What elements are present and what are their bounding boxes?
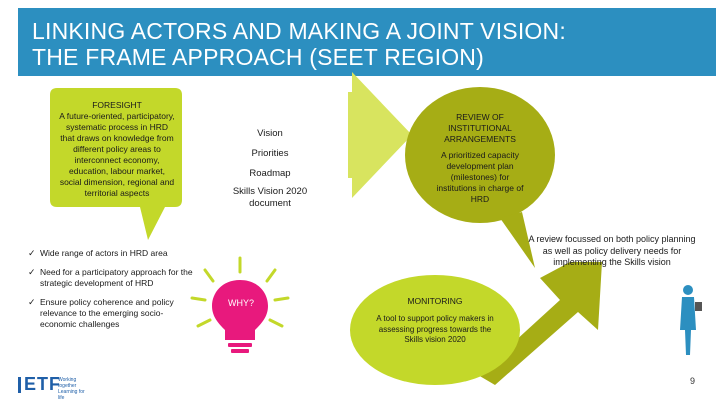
bulb-base-2 (231, 349, 249, 353)
review-heading: REVIEW OF INSTITUTIONAL ARRANGEMENTS (444, 112, 516, 144)
why-label: WHY? (227, 298, 254, 308)
person-icon (680, 285, 702, 355)
lightbulb-icon (212, 280, 268, 340)
bullet-item: ✓ Need for a participatory approach for … (28, 267, 198, 289)
review-body: A prioritized capacity development plan … (436, 150, 524, 204)
review-note: A review focussed on both policy plannin… (528, 234, 696, 267)
foresight-text: FORESIGHT A future-oriented, participato… (58, 100, 176, 199)
foresight-heading: FORESIGHT (92, 100, 142, 110)
etf-logo-mark (18, 377, 21, 393)
center-item-priorities: Priorities (251, 148, 289, 159)
bullet-text: Need for a participatory approach for th… (40, 267, 193, 288)
etf-tagline: Working together Learning for life (58, 377, 85, 401)
monitoring-bubble (350, 275, 520, 385)
check-icon: ✓ (28, 297, 36, 307)
center-item-roadmap: Roadmap (249, 168, 291, 179)
page-number: 9 (690, 376, 696, 386)
bulb-base-1 (228, 343, 252, 347)
foresight-bubble (50, 88, 182, 240)
slide-title: LINKING ACTORS AND MAKING A JOINT VISION… (32, 18, 702, 70)
bullet-text: Ensure policy coherence and policy relev… (40, 297, 174, 329)
title-line-1: LINKING ACTORS AND MAKING A JOINT VISION… (32, 18, 566, 44)
etf-logo: ETF (24, 374, 61, 394)
bulb-rays (190, 256, 290, 328)
review-bubble-tail (500, 212, 535, 268)
bullet-item: ✓ Ensure policy coherence and policy rel… (28, 297, 198, 330)
center-arrow (348, 72, 412, 198)
review-bubble (405, 87, 555, 223)
foresight-body: A future-oriented, participatory, system… (59, 111, 175, 198)
center-item-vision: Vision (257, 128, 283, 139)
title-line-2: THE FRAME APPROACH (SEET REGION) (32, 44, 484, 70)
bullet-item: ✓ Wide range of actors in HRD area (28, 248, 198, 259)
check-icon: ✓ (28, 267, 36, 277)
monitoring-body: A tool to support policy makers in asses… (376, 314, 494, 344)
monitoring-heading: MONITORING (407, 296, 463, 306)
check-icon: ✓ (28, 248, 36, 258)
bullet-text: Wide range of actors in HRD area (40, 248, 168, 258)
bullet-list: ✓ Wide range of actors in HRD area ✓ Nee… (28, 248, 198, 338)
center-item-skills-vision: Skills Vision 2020 document (232, 186, 308, 209)
title-bar (18, 8, 716, 76)
